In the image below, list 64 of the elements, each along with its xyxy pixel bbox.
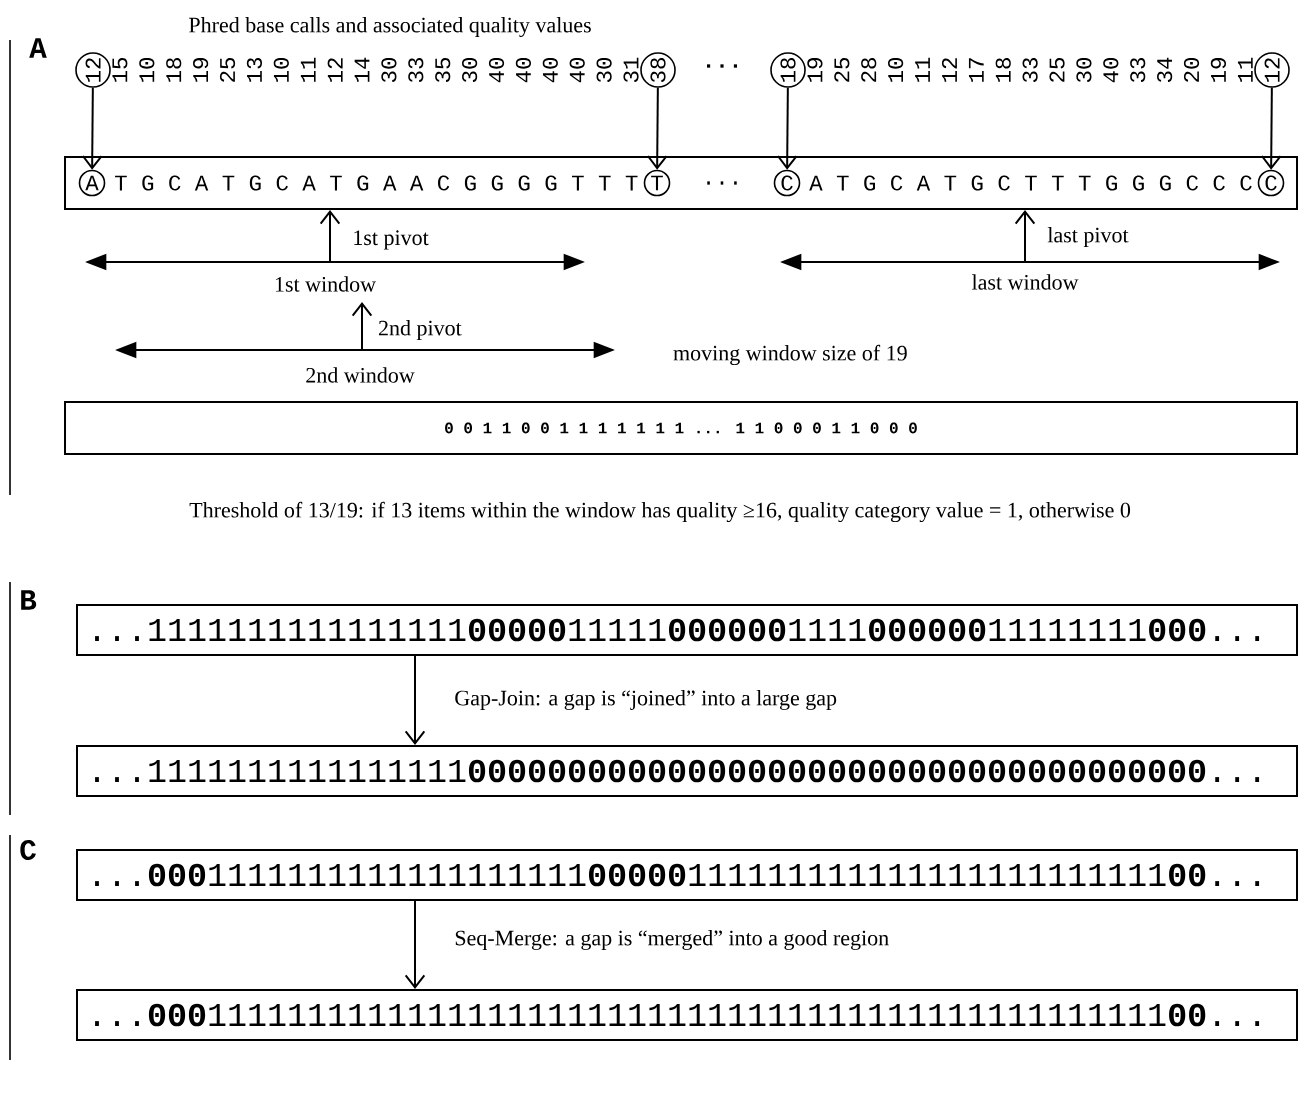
sequence-row: ...11111111111111110000011111000000111100000011111111000... [76,604,1298,656]
category-box: 0 0 1 1 0 0 1 1 1 1 1 1 1 ... 1 1 0 0 0 1 1 0 0 0 [64,401,1298,455]
quality-value: 10 [273,57,289,82]
quality-value: 40 [488,57,505,83]
quality-value: 33 [1130,58,1146,83]
arrow [319,210,341,263]
quality-value: 34 [1157,57,1173,83]
quality-value: 33 [408,58,424,83]
quality-value: 33 [1022,58,1038,83]
quality-value: 19 [193,58,209,82]
quality-value: 11 [1237,57,1253,82]
quality-value: 40 [515,57,531,83]
quality-value: 14 [354,57,370,82]
quality-value: 30 [1076,57,1092,83]
quality-value: 19 [1210,58,1226,82]
quality-value: 12 [941,58,957,82]
arrow [404,655,426,745]
quality-value: 40 [542,57,558,83]
quality-value: 35 [435,58,451,83]
ellipsis: ... [707,64,738,68]
quality-value: 40 [1103,57,1119,83]
quality-value: 12 [327,58,343,82]
quality-value: 28 [861,58,877,82]
panel-letter: C [20,840,36,860]
quality-value: 31 [623,57,639,83]
quality-value: 11 [300,57,316,82]
quality-value: 25 [834,58,850,82]
arrow [646,86,668,170]
sequence-row: ...00011111111111111111111111111111111111111111111111100... [76,989,1298,1041]
quality-value: 18 [995,58,1011,82]
arrow [776,86,798,170]
note: Threshold of 13/19: if 13 items within the window has quality ≥16, quality category value = 1, otherwise 0 [189,501,1131,523]
quality-value: 10 [888,57,904,82]
quality-value: 10 [139,57,155,82]
quality-value: 40 [569,57,585,83]
window-label: last window [972,274,1079,290]
edge-label: Gap-Join: a gap is “joined” into a large gap [453,688,839,712]
quality-value: 20 [1183,57,1200,82]
edge-label: Seq-Merge: a gap is “merged” into a good region [453,928,891,952]
quality-value: 11 [915,57,930,82]
quality-value: 18 [166,58,182,82]
quality-value: 30 [462,57,478,83]
edge-label: 1st pivot [351,229,431,251]
quality-value: 13 [246,58,262,82]
arrow [404,900,426,989]
arrow [81,86,103,170]
panel-letter: B [21,590,37,610]
sequence-row: ...00011111111111111111110000011111111111111111111111100... [76,849,1298,901]
quality-value: 30 [596,57,612,83]
quality-value: 25 [219,58,236,82]
heading: Phred base calls and associated quality values [189,17,591,37]
arrow [1260,86,1282,170]
pivot-label: 2nd pivot [378,320,462,340]
note: moving window size of 19 [673,344,907,366]
arrow [1014,210,1036,263]
quality-value: 17 [968,58,984,82]
quality-value: 19 [807,58,823,82]
edge-label: last pivot [1046,225,1130,249]
panel-letter: A [29,38,47,58]
sequence-row: ...11111111111111110000000000000000000000000000000000000... [76,745,1298,797]
window-label: 1st window [275,276,376,292]
quality-value: 15 [112,58,128,82]
quality-value: 25 [1049,58,1065,82]
quality-value: 30 [381,57,397,83]
